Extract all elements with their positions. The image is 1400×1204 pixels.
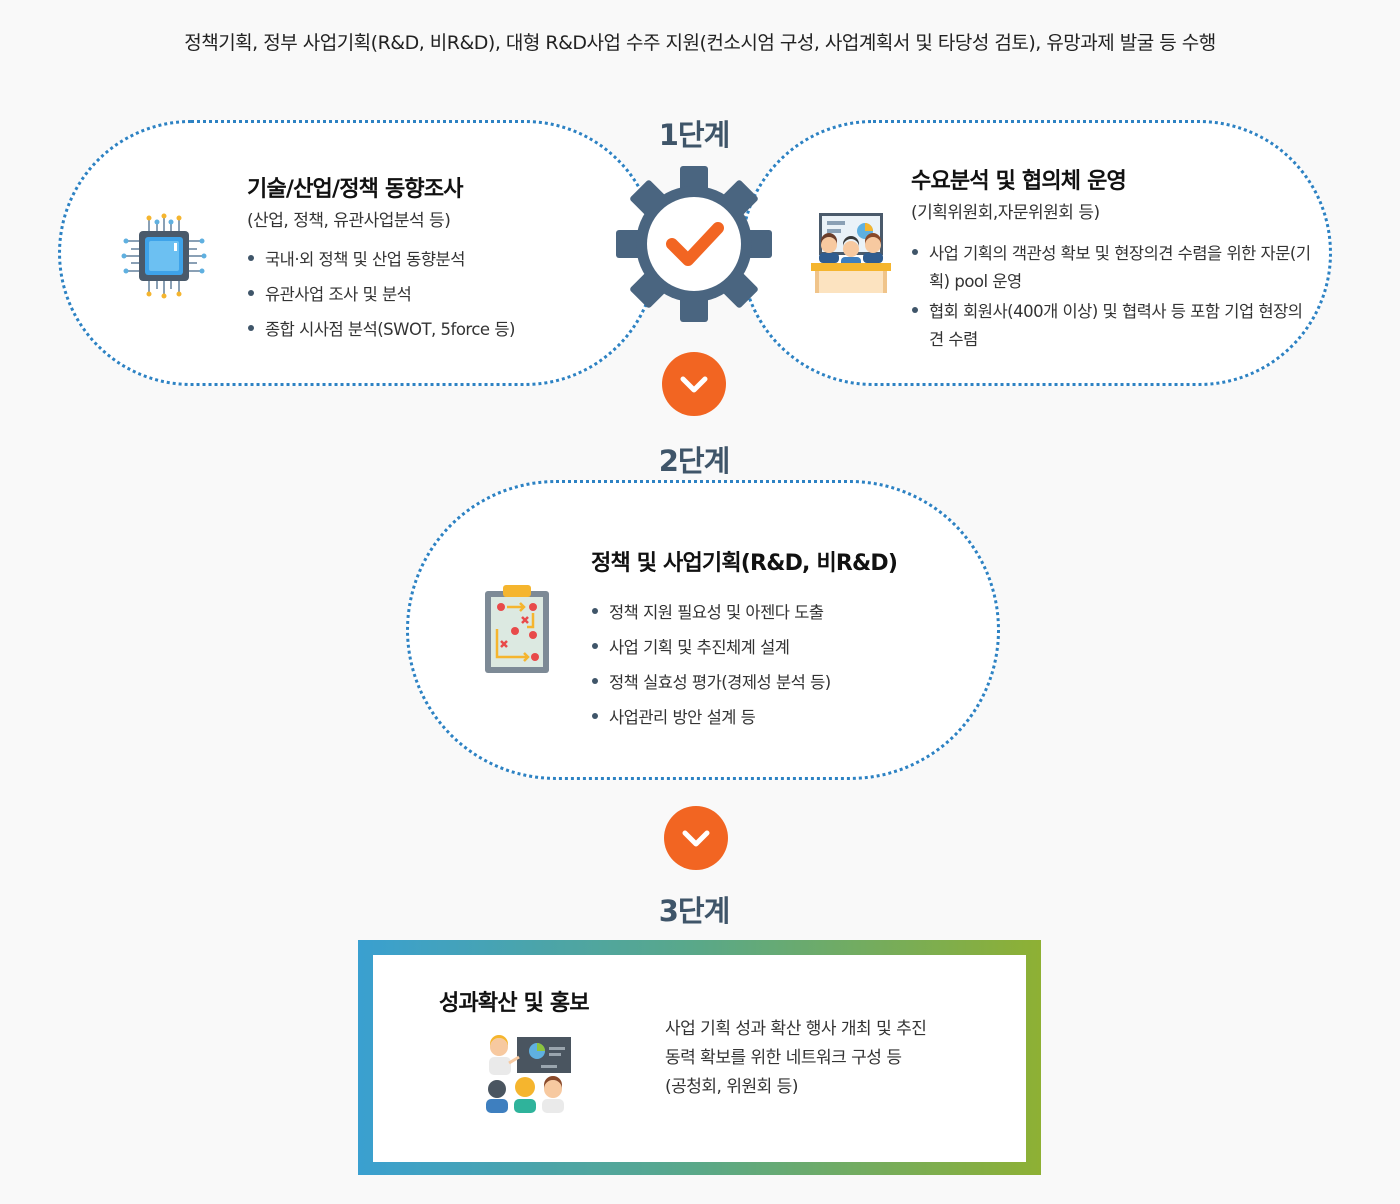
stage-1-left-bullet: 국내·외 정책 및 산업 동향분석 — [247, 246, 637, 270]
strategy-clipboard-icon — [483, 583, 553, 675]
stage-1-right-title: 수요분석 및 협의체 운영 — [911, 169, 1127, 194]
stage-1-left-bullet: 유관사업 조사 및 분석 — [247, 281, 637, 305]
stage-3-description-line: 동력 확보를 위한 네트워크 구성 등 — [665, 1048, 902, 1068]
stage-1-left-card: 기술/산업/정책 동향조사 (산업, 정책, 유관사업분석 등) 국내·외 정책… — [58, 120, 658, 386]
stage-3-label: 3단계 — [658, 894, 731, 928]
stage-2-title: 정책 및 사업기획(R&D, 비R&D) — [591, 551, 898, 576]
stage-1-label: 1단계 — [658, 118, 731, 152]
gear-check-icon — [614, 164, 774, 324]
stage-1-left-subtitle: (산업, 정책, 유관사업분석 등) — [247, 211, 451, 231]
intro-text: 정책기획, 정부 사업기획(R&D, 비R&D), 대형 R&D사업 수주 지원… — [184, 32, 1216, 54]
stage-1-right-subtitle: (기획위원회,자문위원회 등) — [911, 203, 1100, 223]
down-arrow-icon — [662, 352, 726, 416]
stage-3-card: 성과확산 및 홍보 사업 — [358, 940, 1041, 1175]
committee-meeting-icon — [809, 209, 893, 295]
stage-1-right-bullet: 협회 회원사(400개 이상) 및 협력사 등 포함 기업 현장의견 수렴 — [911, 298, 1311, 354]
presentation-audience-icon — [481, 1035, 577, 1115]
stage-1-left-title: 기술/산업/정책 동향조사 — [247, 177, 464, 202]
stage-1-left-bullet: 종합 시사점 분석(SWOT, 5force 등) — [247, 316, 637, 340]
microchip-icon — [119, 211, 209, 301]
stage-2-bullet: 사업 기획 및 추진체계 설계 — [591, 634, 971, 658]
stage-2-bullet: 정책 실효성 평가(경제성 분석 등) — [591, 669, 971, 693]
stage-2-bullet: 사업관리 방안 설계 등 — [591, 704, 971, 728]
stage-3-description-line: 사업 기획 성과 확산 행사 개최 및 추진 — [665, 1019, 927, 1039]
stage-2-label: 2단계 — [658, 444, 731, 478]
stage-3-description-line: (공청회, 위원회 등) — [665, 1077, 798, 1097]
stage-1-right-bullet: 사업 기획의 객관성 확보 및 현장의견 수렴을 위한 자문(기획) pool … — [911, 240, 1311, 296]
down-arrow-icon — [664, 806, 728, 870]
stage-2-bullet: 정책 지원 필요성 및 아젠다 도출 — [591, 599, 971, 623]
stage-2-card: 정책 및 사업기획(R&D, 비R&D) 정책 지원 필요성 및 아젠다 도출 … — [406, 480, 1000, 780]
stage-3-title: 성과확산 및 홍보 — [439, 991, 590, 1016]
stage-1-right-card: 수요분석 및 협의체 운영 (기획위원회,자문위원회 등) 사업 기획의 객관성… — [740, 120, 1332, 386]
